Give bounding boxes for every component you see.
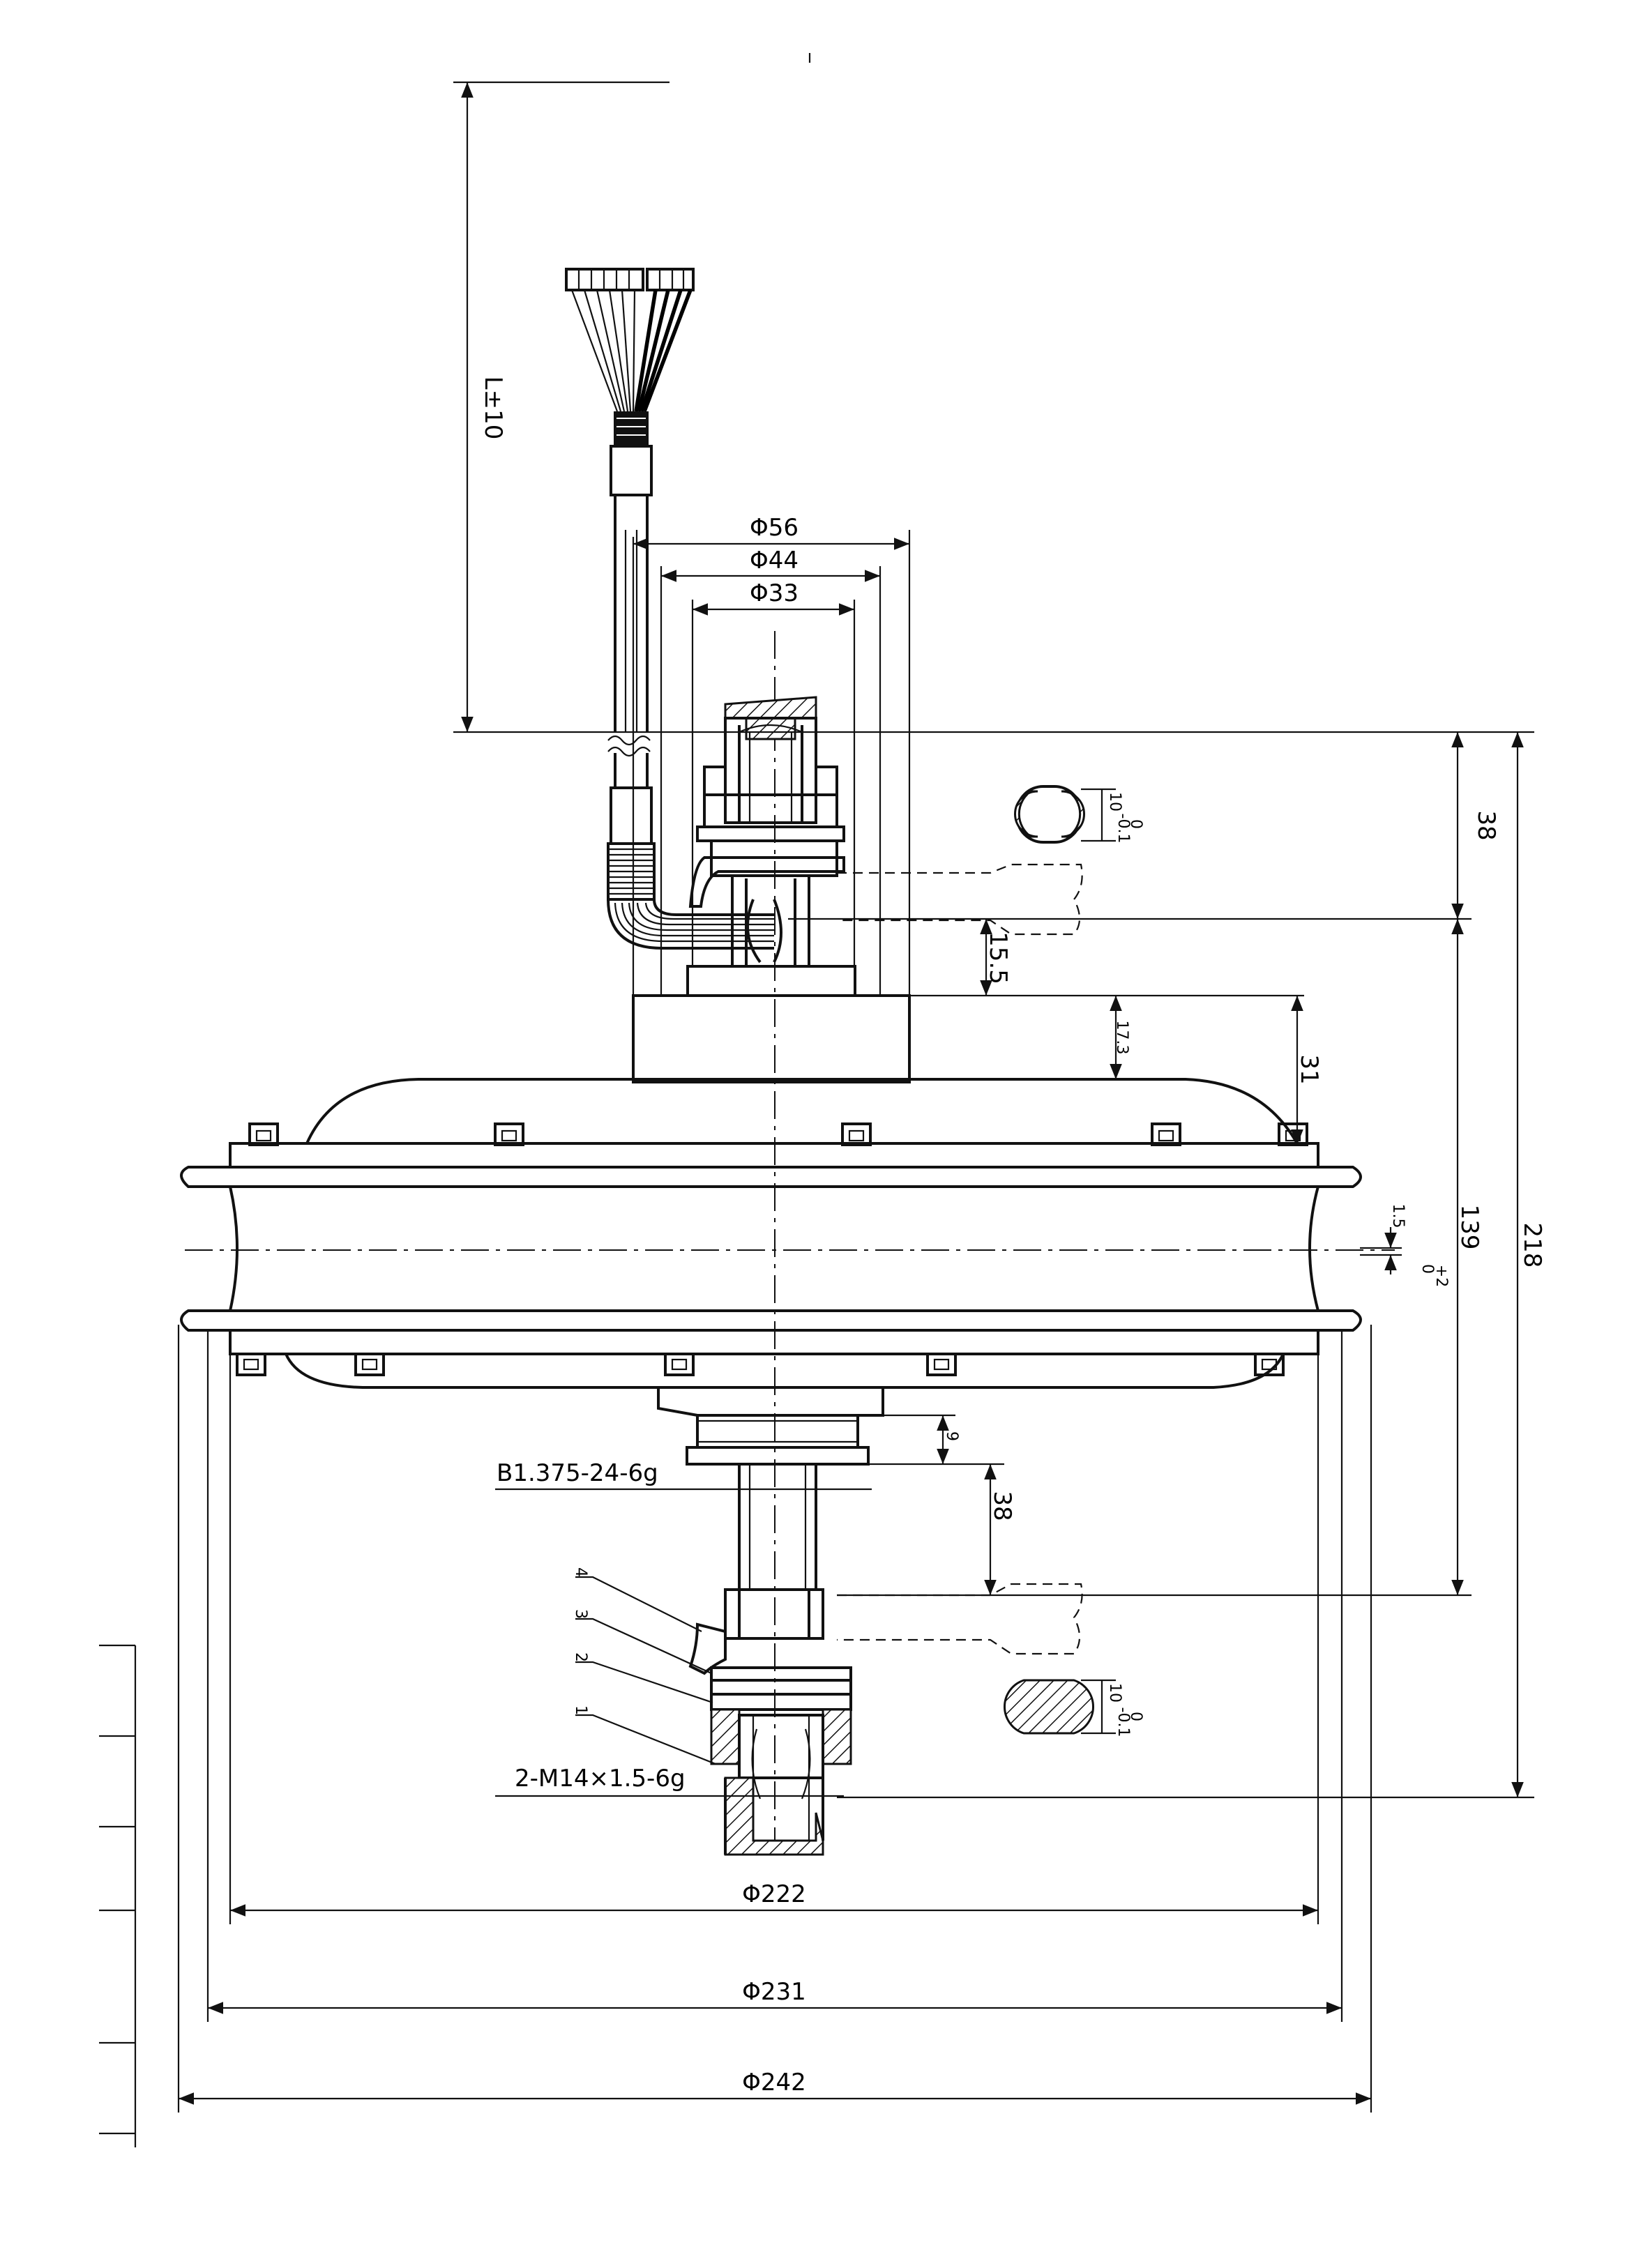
- item-number-2: 2: [572, 1652, 589, 1662]
- label-d33: Φ33: [750, 579, 799, 607]
- label-139-tol-lower: 0: [1419, 1264, 1436, 1274]
- top-axle-assembly: [632, 696, 911, 1083]
- cover-bolts-top: [248, 1122, 1308, 1146]
- item-number-3: 3: [572, 1609, 589, 1619]
- label-flat-bottom-tol-up: 0: [1127, 1712, 1144, 1721]
- label-flat-top-tol-low: -0.1: [1114, 814, 1132, 844]
- item-number-4: 4: [572, 1567, 589, 1577]
- item-number-1: 1: [572, 1705, 589, 1715]
- label-139: 139: [1455, 1205, 1483, 1250]
- cable-assembly: [565, 268, 774, 950]
- label-218: 218: [1518, 1223, 1546, 1268]
- label-flat-bottom: 10: [1106, 1683, 1124, 1703]
- label-38-bottom: 38: [988, 1491, 1016, 1521]
- label-38-top: 38: [1472, 810, 1500, 840]
- label-cable-length: L±10: [479, 376, 507, 440]
- callout-axle-thread: 2-M14×1.5-6g: [515, 1765, 686, 1793]
- label-d242: Φ242: [742, 2069, 806, 2096]
- label-139-tol-upper: +2: [1432, 1265, 1450, 1287]
- label-d44: Φ44: [750, 547, 799, 574]
- label-flat-top-tol-up: 0: [1127, 819, 1144, 829]
- label-d231: Φ231: [742, 1978, 806, 2006]
- label-flat-bottom-tol-low: -0.1: [1114, 1707, 1132, 1737]
- page-frame-marks: [99, 53, 811, 2147]
- dimension-lines: [177, 81, 1534, 2113]
- label-d56: Φ56: [750, 514, 799, 542]
- dropout-outline-bottom: [837, 1583, 1083, 1655]
- hub-shell: [180, 1078, 1362, 1417]
- label-15-5: 15.5: [984, 931, 1012, 984]
- axle-flat-section-top: [1014, 785, 1085, 844]
- label-1-5: 1.5: [1389, 1204, 1407, 1228]
- callout-freewheel-thread: B1.375-24-6g: [497, 1459, 658, 1487]
- label-31: 31: [1295, 1054, 1323, 1084]
- dimension-labels: L±10 Φ56 Φ44 Φ33 38 15.5 17.3 31 1.5 139…: [479, 376, 1546, 2096]
- label-9: 9: [943, 1431, 960, 1441]
- axle-flat-section-bottom: [1003, 1679, 1095, 1735]
- dropout-outline-top: [837, 863, 1083, 936]
- label-d222: Φ222: [742, 1880, 806, 1908]
- label-17-3: 17.3: [1113, 1021, 1130, 1055]
- bottom-axle-assembly: [686, 1414, 870, 1856]
- cover-bolts-bottom: [236, 1353, 1285, 1376]
- label-flat-top: 10: [1106, 792, 1124, 812]
